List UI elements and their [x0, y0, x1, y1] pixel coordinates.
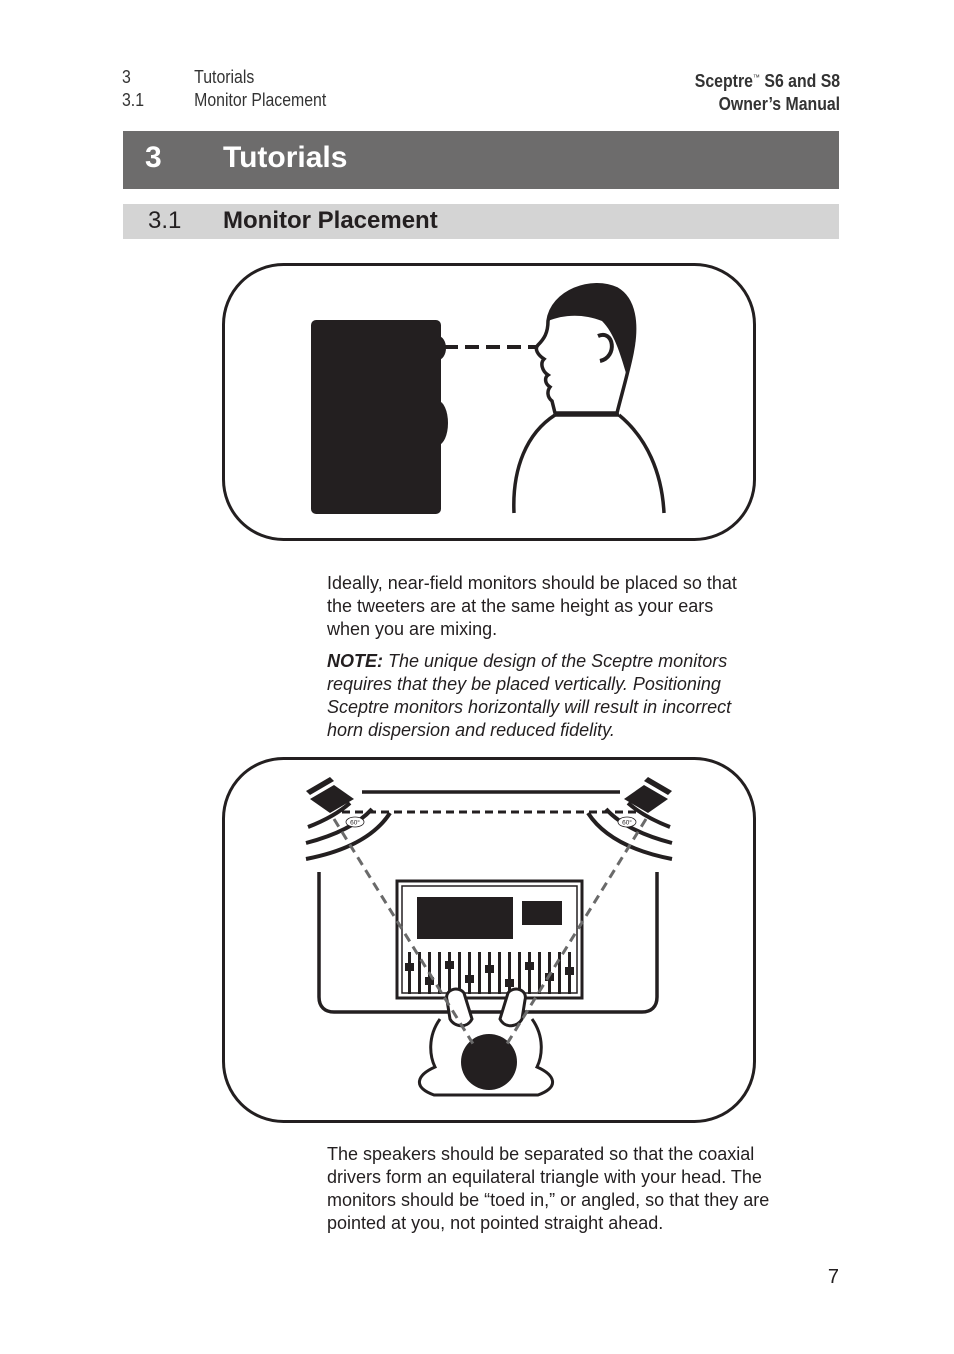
section-title: Monitor Placement	[223, 207, 438, 234]
equilateral-triangle-paragraph: The speakers should be separated so that…	[327, 1144, 770, 1233]
chapter-title: Tutorials	[223, 141, 348, 174]
angle-marker-left	[345, 816, 365, 828]
woofer-bump	[438, 401, 448, 445]
product-name: Sceptre	[694, 71, 753, 91]
product-models: S6 and S8	[759, 71, 840, 91]
running-header-chapter-label: Tutorials	[194, 67, 255, 87]
section-heading: 3.1 Monitor Placement	[123, 204, 839, 239]
right-speaker-icon	[586, 777, 673, 861]
note-label: NOTE:	[327, 651, 383, 671]
desk-outline	[317, 872, 659, 1014]
running-header-section: 3.1 Monitor Placement	[122, 89, 326, 112]
chapter-heading: 3 Tutorials	[123, 131, 839, 189]
tweeter-bump	[438, 336, 446, 360]
running-header-section-number: 3.1	[122, 90, 145, 110]
hair-shape	[548, 284, 635, 373]
running-header-section-label: Monitor Placement	[194, 90, 327, 110]
manual-product-title: Sceptre™ S6 and S8	[695, 66, 840, 93]
angle-label-right: 60°	[622, 819, 632, 827]
speaker-side-view	[311, 320, 441, 514]
section-number: 3.1	[148, 207, 182, 234]
left-speaker-icon	[305, 777, 392, 861]
illustration-frame	[222, 263, 756, 541]
mixing-console-icon	[395, 879, 584, 1000]
equilateral-triangle-illustration: 60° 60°	[222, 757, 756, 1123]
listener-top-view	[418, 987, 554, 1097]
ear-icon	[597, 332, 614, 363]
shoulder-left	[512, 413, 556, 514]
running-header-chapter: 3 Tutorials	[122, 66, 326, 89]
note-text: The unique design of the Sceptre monitor…	[327, 651, 732, 740]
angle-marker-right	[617, 816, 637, 828]
tweeter-height-illustration	[222, 263, 756, 541]
trademark-symbol: ™	[752, 73, 760, 82]
note-paragraph: NOTE: The unique design of the Sceptre m…	[327, 650, 757, 742]
running-header-right: Sceptre™ S6 and S8 Owner’s Manual	[695, 66, 840, 116]
running-header-chapter-number: 3	[122, 67, 131, 87]
chapter-number: 3	[145, 141, 162, 174]
placement-height-paragraph: Ideally, near-field monitors should be p…	[327, 573, 737, 639]
shoulder-right	[617, 413, 666, 514]
page-number: 7	[827, 1266, 839, 1288]
running-header-left: 3 Tutorials 3.1 Monitor Placement	[122, 66, 326, 112]
manual-type: Owner’s Manual	[718, 94, 840, 114]
listener-head-top	[461, 1034, 517, 1090]
angle-label-left: 60°	[350, 819, 360, 827]
